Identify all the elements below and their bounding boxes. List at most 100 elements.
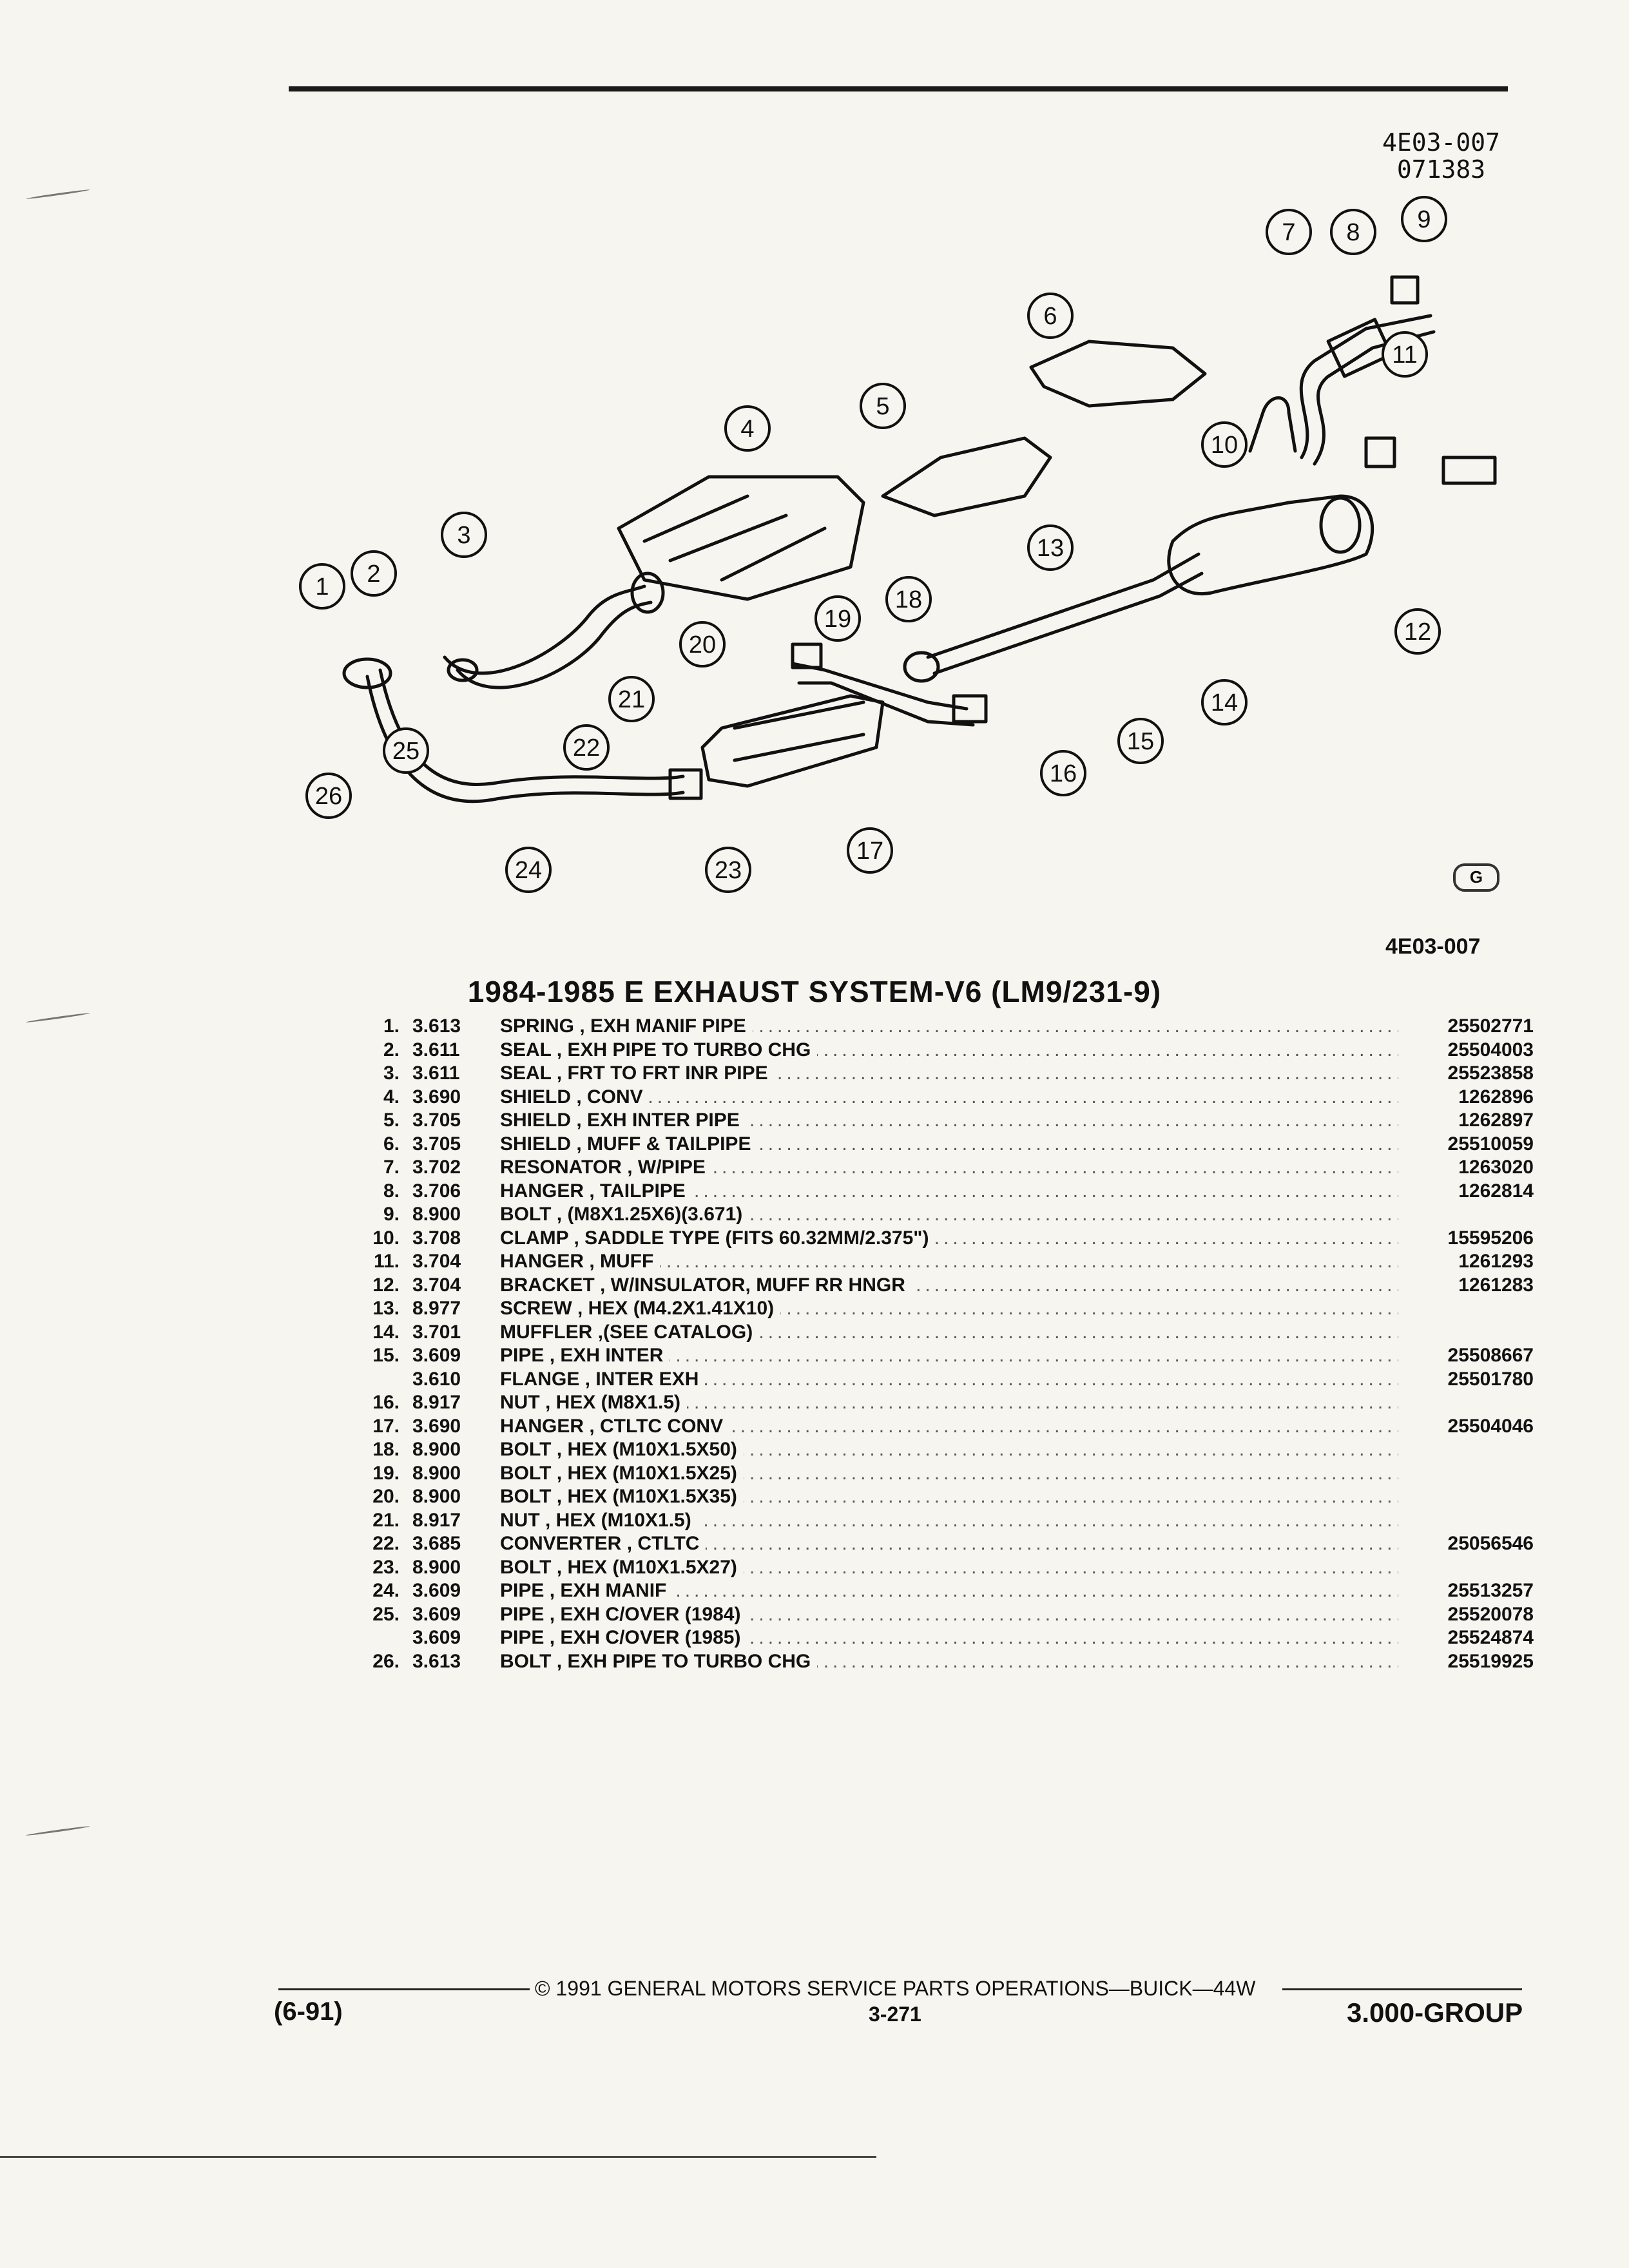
item-number: 8. (383, 1180, 400, 1202)
part-detail: , EXH C/OVER (1985) (544, 1627, 741, 1648)
parts-row: 4.3.690.................................… (348, 1086, 1534, 1110)
part-description: ........................................… (500, 1603, 1534, 1626)
part-description: ........................................… (500, 1650, 1534, 1673)
part-description: ........................................… (500, 1509, 1534, 1532)
part-number: 1262814 (1405, 1180, 1534, 1202)
callout-label: 10 (1211, 432, 1238, 459)
callout-13: 13 (1027, 524, 1074, 571)
part-description: ........................................… (500, 1180, 1534, 1202)
callout-label: 19 (824, 606, 851, 633)
part-name: BOLT (500, 1439, 552, 1460)
parts-row: 9.8.900.................................… (348, 1204, 1534, 1227)
part-detail: , HEX (M10X1.5X25) (551, 1462, 737, 1484)
callout-label: 1 (315, 573, 329, 601)
callout-circle (1266, 209, 1312, 255)
muffler-bracket (1441, 456, 1497, 485)
group-code: 3.609 (412, 1345, 461, 1366)
part-detail: , HEX (M10X1.5) (539, 1509, 691, 1531)
callout-7: 7 (1266, 209, 1312, 255)
group-code: 8.900 (412, 1204, 461, 1225)
part-name: PIPE (500, 1627, 545, 1648)
item-number: 17. (372, 1415, 400, 1437)
parts-row: 23.8.900................................… (348, 1556, 1534, 1581)
callout-19: 19 (815, 595, 861, 642)
reference-code-line1: 4E03-007 (1382, 128, 1500, 157)
callout-circle (679, 621, 726, 668)
part-number: 25524874 (1405, 1627, 1534, 1649)
item-number: 19. (372, 1462, 400, 1484)
callout-circle (1201, 421, 1248, 468)
part-description: ........................................… (500, 1345, 1534, 1367)
part-detail: , W/PIPE (621, 1157, 706, 1178)
part-name: SPRING (500, 1015, 575, 1037)
part-description: ........................................… (500, 1157, 1534, 1178)
part-name: PIPE (500, 1345, 545, 1366)
group-code: 8.977 (412, 1298, 461, 1319)
group-code: 3.706 (412, 1180, 461, 1202)
group-code: 3.705 (412, 1110, 461, 1131)
group-code: 3.704 (412, 1274, 461, 1296)
part-detail: , EXH C/OVER (1984) (544, 1603, 741, 1625)
callout-circle (705, 847, 751, 893)
item-number: 15. (372, 1345, 400, 1366)
callout-circle (885, 576, 932, 622)
callout-18: 18 (885, 576, 932, 622)
part-name: NUT (500, 1509, 540, 1531)
catalytic-converter (700, 694, 885, 788)
part-number: 1261283 (1405, 1274, 1534, 1296)
callout-circle (1201, 679, 1248, 726)
part-number: 25508667 (1405, 1345, 1534, 1367)
muffler-hanger (1364, 436, 1396, 468)
part-name: SHIELD (500, 1110, 572, 1131)
part-number: 25520078 (1405, 1603, 1534, 1626)
part-detail: , HEX (M8X1.5) (539, 1392, 681, 1413)
hanger-bracket (791, 642, 823, 669)
parts-row: 10.3.708................................… (348, 1227, 1534, 1251)
part-description: ........................................… (500, 1015, 1534, 1037)
part-description: ........................................… (500, 1627, 1534, 1649)
parts-row: 5.3.705.................................… (348, 1110, 1534, 1133)
part-description: ........................................… (500, 1039, 1534, 1061)
group-code: 3.613 (412, 1650, 461, 1672)
callout-10: 10 (1201, 421, 1248, 468)
group-code: 3.708 (412, 1227, 461, 1249)
callout-circle (1330, 209, 1376, 255)
callout-label: 21 (618, 686, 645, 713)
part-name: SEAL (500, 1039, 552, 1061)
item-number: 5. (383, 1110, 400, 1131)
callout-label: 12 (1404, 619, 1431, 646)
part-detail: , EXH MANIF (544, 1580, 667, 1601)
part-number: 1262896 (1405, 1086, 1534, 1108)
page-number: 3-271 (869, 2003, 921, 2026)
callout-circle (441, 512, 487, 558)
item-number: 16. (372, 1392, 400, 1413)
group-code: 3.611 (412, 1039, 460, 1061)
tailpipe-hanger (1390, 275, 1420, 305)
parts-row: 8. 3.706.................................… (348, 1180, 1534, 1204)
leader-dots: ........................................… (500, 1086, 1398, 1108)
item-number: 22. (372, 1533, 400, 1554)
part-number: 25519925 (1405, 1650, 1534, 1673)
callout-8: 8 (1330, 209, 1376, 255)
part-description: ........................................… (500, 1580, 1534, 1602)
group-code: 3.701 (412, 1321, 461, 1343)
callout-label: 22 (573, 735, 600, 762)
group-code: 3.702 (412, 1157, 461, 1178)
muffler-heat-shield (1029, 340, 1207, 408)
callout-15: 15 (1117, 718, 1164, 764)
group-code: 8.917 (412, 1392, 461, 1413)
parts-row: 14.3.701................................… (348, 1321, 1534, 1345)
part-detail: , MUFF & TAILPIPE (571, 1133, 751, 1155)
bottom-rule (0, 2156, 876, 2158)
callout-circle (299, 563, 345, 610)
callout-label: 23 (715, 857, 742, 884)
callout-label: 2 (367, 561, 380, 588)
crossover-pipe-inner (456, 601, 653, 689)
callout-24: 24 (505, 847, 552, 893)
callout-label: 8 (1346, 219, 1360, 246)
callout-21: 21 (608, 676, 655, 722)
part-description: ........................................… (500, 1486, 1534, 1508)
parts-row: 3.3.611.................................… (348, 1062, 1534, 1086)
item-number: 14. (372, 1321, 400, 1343)
part-name: SHIELD (500, 1086, 572, 1108)
